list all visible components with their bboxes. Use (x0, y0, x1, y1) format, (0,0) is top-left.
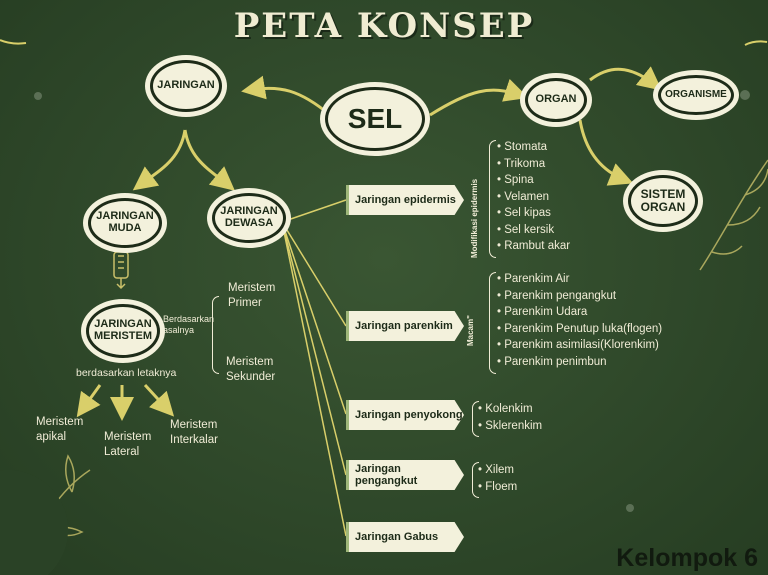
line-dewasa-penyokong (281, 221, 347, 415)
list-pengangkut: Xilem Floem (478, 462, 517, 495)
list-item: Parenkim asimilasi(Klorenkim) (497, 337, 662, 354)
tissue-penyokong: Jaringan penyokong (346, 400, 464, 430)
label-meristem-primer: Meristem Primer (228, 282, 276, 309)
node-jaringan-muda: JARINGAN MUDA (88, 198, 162, 248)
arrow-organ-organisme (589, 66, 663, 91)
node-organ: ORGAN (525, 78, 587, 122)
list-item: Parenkim Penutup luka(flogen) (497, 321, 662, 338)
list-item: Parenkim pengangkut (497, 288, 662, 305)
arrow-interkalar (143, 383, 175, 417)
label-meristem-sekunder: Meristem Sekunder (226, 356, 276, 383)
list-item: Parenkim Air (497, 271, 662, 288)
list-item: Floem (478, 479, 517, 496)
accent-stroke (744, 40, 768, 46)
node-organisme: ORGANISME (658, 75, 734, 115)
line-dewasa-epidermis (281, 199, 347, 223)
list-item: Sel kersik (497, 222, 570, 239)
label-berdasarkan-letaknya: berdasarkan letaknya (76, 367, 177, 379)
label-berdasarkan-asalnya: Berdasarkan asalnya (163, 314, 215, 335)
list-item: Sel kipas (497, 205, 570, 222)
brace-epidermis (489, 140, 496, 258)
label-meristem-lateral: Meristem Lateral (104, 431, 152, 458)
accent-stroke (0, 39, 27, 45)
arrow-sel-jaringan (241, 75, 331, 117)
list-penyokong: Kolenkim Sklerenkim (478, 401, 542, 434)
list-item: Parenkim Udara (497, 304, 662, 321)
line-dewasa-gabus (281, 221, 347, 537)
arrow-jaringan-muda (132, 129, 187, 191)
list-item: Velamen (497, 189, 570, 206)
circle-decoration (0, 470, 68, 575)
tissue-pengangkut: Jaringan pengangkut (346, 460, 464, 490)
arrow-jaringan-dewasa (183, 129, 235, 191)
dot-decoration (34, 92, 42, 100)
node-jaringan: JARINGAN (150, 60, 222, 112)
pointer-icon (113, 251, 129, 290)
group-label: Kelompok 6 (616, 544, 758, 572)
brace-parenkim (489, 272, 496, 374)
list-item: Xilem (478, 462, 517, 479)
node-jaringan-meristem: JARINGAN MERISTEM (86, 304, 160, 358)
leaf-decoration-right (699, 159, 768, 271)
label-meristem-interkalar: Meristem Interkalar (170, 419, 218, 446)
list-parenkim: Parenkim Air Parenkim pengangkut Parenki… (497, 271, 662, 370)
dot-decoration (740, 90, 750, 100)
label-modifikasi-epidermis: Modifikasi epidermis (470, 178, 479, 258)
arrow-organ-sistem (578, 119, 634, 186)
arrow-apikal (76, 384, 102, 418)
list-item: Parenkim penimbun (497, 354, 662, 371)
page-title: PETA KONSEP (233, 6, 535, 46)
list-item: Sklerenkim (478, 418, 542, 435)
tissue-epidermis: Jaringan epidermis (346, 185, 464, 215)
label-macam: Macam" (466, 315, 475, 346)
line-dewasa-parenkim (281, 221, 347, 327)
list-epidermis: Stomata Trikoma Spina Velamen Sel kipas … (497, 139, 570, 255)
label-meristem-apikal: Meristem apikal (36, 416, 84, 443)
node-sistem-organ: SISTEM ORGAN (628, 175, 698, 227)
arrow-sel-organ (429, 78, 529, 117)
line-dewasa-pengangkut (281, 221, 347, 476)
list-item: Stomata (497, 139, 570, 156)
tissue-parenkim: Jaringan parenkim (346, 311, 464, 341)
list-item: Spina (497, 172, 570, 189)
list-item: Rambut akar (497, 238, 570, 255)
brace-pengangkut (472, 462, 479, 498)
list-item: Trikoma (497, 156, 570, 173)
tissue-gabus: Jaringan Gabus (346, 522, 464, 552)
node-sel: SEL (325, 87, 425, 151)
brace-penyokong (472, 401, 479, 437)
node-jaringan-dewasa: JARINGAN DEWASA (212, 193, 286, 243)
brace-asal (212, 296, 219, 374)
dot-decoration (626, 504, 634, 512)
list-item: Kolenkim (478, 401, 542, 418)
